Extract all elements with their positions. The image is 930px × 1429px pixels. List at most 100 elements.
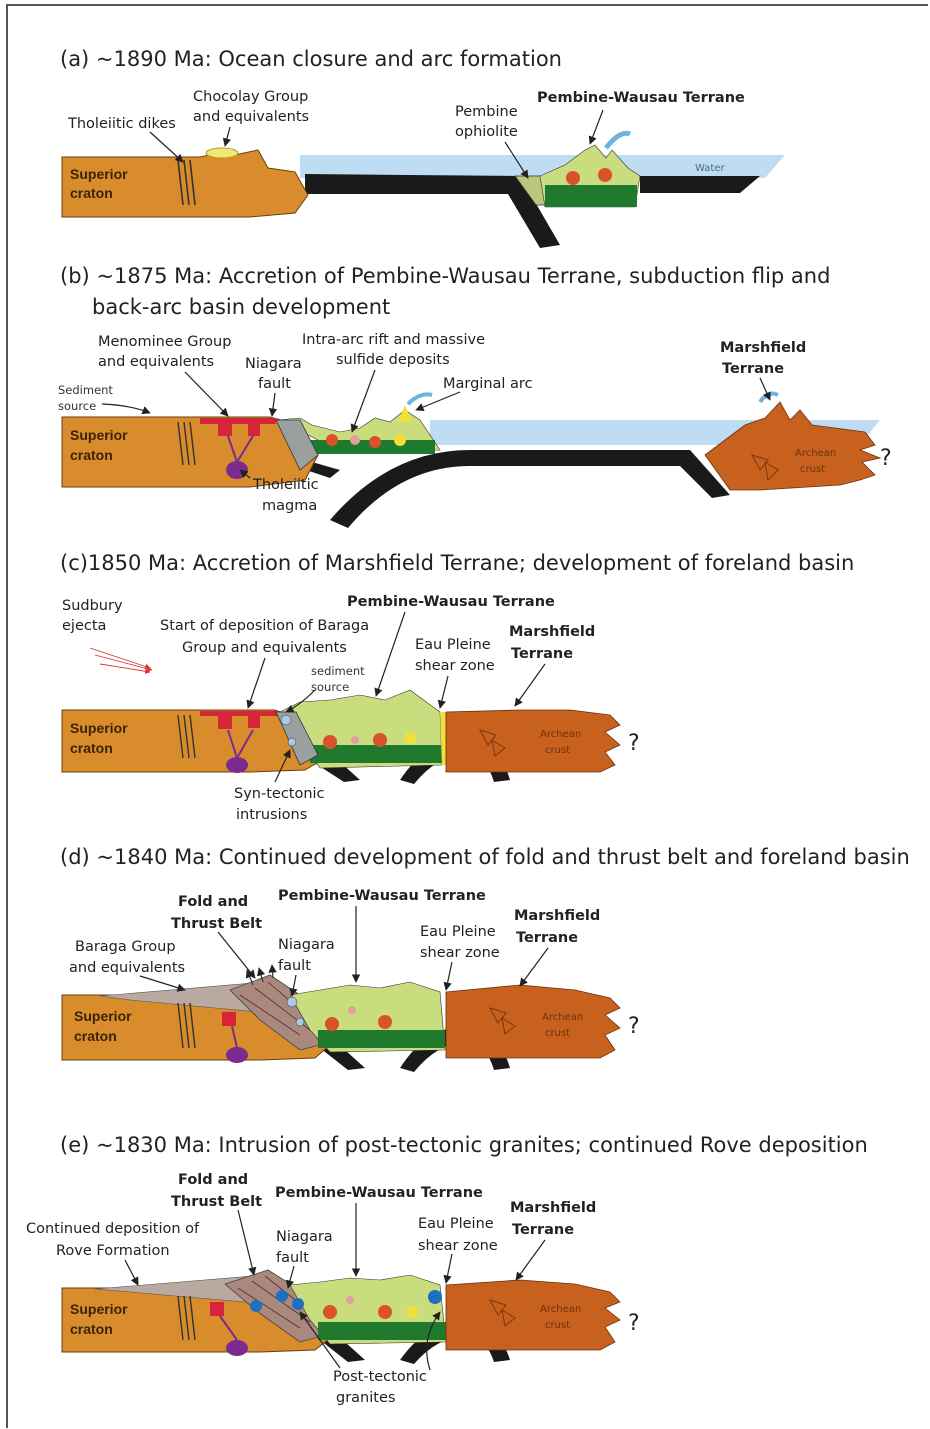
arrow-rove (125, 1260, 138, 1285)
question-mark: ? (628, 1311, 640, 1336)
label-marshfield-1: Marshfield (509, 624, 595, 640)
panel-e-title: (e) ~1830 Ma: Intrusion of post-tectonic… (60, 1133, 868, 1157)
arrow-pw-terrane (590, 110, 603, 144)
label-baraga-1: Baraga Group (75, 939, 176, 955)
label-chocolay-1: Chocolay Group (193, 89, 308, 105)
tholeiitic-magma (226, 1340, 248, 1356)
post-tectonic-granite (276, 1290, 288, 1302)
panel-a-title: (a) ~1890 Ma: Ocean closure and arc form… (60, 47, 562, 71)
question-mark: ? (628, 731, 640, 756)
label-tholeiitic-1: Tholeiitic (252, 477, 319, 493)
label-marshfield-2: Terrane (512, 1222, 574, 1238)
label-eau-2: shear zone (420, 945, 500, 961)
label-fold-2: Thrust Belt (171, 916, 262, 932)
label-sediment-1: Sediment (58, 383, 113, 397)
label-niagara-2: fault (276, 1250, 309, 1266)
label-tholeiitic-2: magma (262, 498, 317, 514)
marshfield-terrane (446, 1280, 620, 1350)
red-pluton (323, 1305, 337, 1319)
red-pluton (323, 735, 337, 749)
arrow-pw-terrane (376, 612, 405, 696)
tholeiitic-magma (226, 757, 248, 773)
yellow-pluton (394, 434, 406, 446)
yellow-pluton (404, 732, 416, 744)
label-eau-1: Eau Pleine (418, 1216, 494, 1232)
label-fold-1: Fold and (178, 1172, 248, 1188)
label-sediment-1: sediment (311, 664, 365, 678)
arrow-marshfield (515, 664, 545, 706)
arrow-chocolay (225, 127, 230, 146)
label-eau-1: Eau Pleine (415, 637, 491, 653)
panel-d: (d) ~1840 Ma: Continued development of f… (60, 845, 910, 1072)
arrow-eau-pleine (446, 1254, 452, 1283)
panel-b-title-2: back-arc basin development (92, 295, 390, 319)
arc-lower-crust (318, 1030, 445, 1048)
label-tholeiitic-dikes: Tholeiitic dikes (67, 116, 176, 132)
red-intrusion (222, 1012, 236, 1026)
panel-e: (e) ~1830 Ma: Intrusion of post-tectonic… (26, 1133, 868, 1406)
craton-label: craton (70, 447, 113, 463)
label-archean-1: Archean (540, 729, 581, 740)
question-mark: ? (880, 446, 892, 471)
post-tectonic-granite (250, 1300, 262, 1312)
chocolay-group (206, 148, 238, 158)
label-fold-2: Thrust Belt (171, 1194, 262, 1210)
post-tectonic-granite (428, 1290, 442, 1304)
label-sediment-2: source (58, 399, 96, 413)
red-pluton (326, 434, 338, 446)
superior-label: Superior (70, 166, 128, 182)
superior-label: Superior (70, 720, 128, 736)
arrow-menominee (185, 372, 228, 416)
label-pw-terrane: Pembine-Wausau Terrane (347, 594, 555, 610)
red-pluton (325, 1017, 339, 1031)
label-water: Water (695, 163, 725, 174)
red-intrusion (248, 716, 260, 728)
arc-lower-crust (318, 1322, 446, 1340)
label-archean-1: Archean (542, 1012, 583, 1023)
label-post-1: Post-tectonic (333, 1369, 427, 1385)
label-baraga-2: and equivalents (69, 960, 185, 976)
massive-sulfide (351, 736, 359, 744)
volcanic-plume (408, 394, 432, 404)
label-sudbury-1: Sudbury (62, 598, 123, 614)
label-fold-1: Fold and (178, 894, 248, 910)
arrow-marshfield (520, 948, 548, 986)
label-marshfield-2: Terrane (511, 646, 573, 662)
label-menominee-2: and equivalents (98, 354, 214, 370)
label-archean-2: crust (545, 745, 570, 756)
panel-c-title: (c)1850 Ma: Accretion of Marshfield Terr… (60, 551, 854, 575)
label-pw-terrane: Pembine-Wausau Terrane (275, 1185, 483, 1201)
label-eau-2: shear zone (415, 658, 495, 674)
red-pluton (378, 1015, 392, 1029)
syn-tectonic-intrusion (287, 997, 297, 1007)
label-syn-1: Syn-tectonic (234, 786, 325, 802)
question-mark: ? (628, 1014, 640, 1039)
label-post-2: granites (336, 1390, 395, 1406)
craton-label: craton (74, 1028, 117, 1044)
label-ophiolite-1: Pembine (455, 104, 518, 120)
craton-label: craton (70, 185, 113, 201)
massive-sulfide (350, 435, 360, 445)
tholeiitic-magma (226, 461, 248, 479)
label-archean-1: Archean (795, 448, 836, 459)
label-pw-terrane: Pembine-Wausau Terrane (537, 90, 745, 106)
label-ophiolite-2: ophiolite (455, 124, 518, 140)
label-archean-1: Archean (540, 1304, 581, 1315)
label-chocolay-2: and equivalents (193, 109, 309, 125)
red-intrusion (218, 715, 232, 729)
syn-tectonic-intrusion (281, 715, 291, 725)
sudbury-ejecta-rays (90, 648, 152, 672)
craton-label: craton (70, 1321, 113, 1337)
syn-tectonic-intrusion (288, 738, 296, 746)
label-eau-2: shear zone (418, 1238, 498, 1254)
panel-d-title: (d) ~1840 Ma: Continued development of f… (60, 845, 910, 869)
red-intrusion (248, 424, 260, 436)
red-pluton (378, 1305, 392, 1319)
superior-label: Superior (70, 1301, 128, 1317)
label-marginal-arc: Marginal arc (443, 376, 533, 392)
post-tectonic-granite (292, 1298, 304, 1310)
label-baraga-start-1: Start of deposition of Baraga (160, 618, 369, 634)
tholeiitic-magma (226, 1047, 248, 1063)
marshfield-terrane (446, 710, 620, 772)
